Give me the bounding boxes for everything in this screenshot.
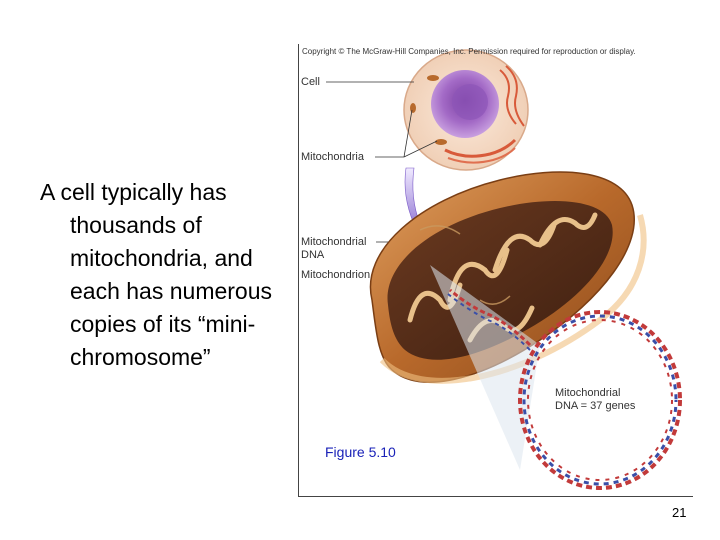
label-mitochondria: Mitochondria — [301, 151, 364, 163]
mitochondrion-illustration — [369, 171, 647, 384]
copyright-notice: Copyright © The McGraw-Hill Companies, I… — [302, 47, 636, 56]
label-mitochondrion: Mitochondrion — [301, 269, 371, 281]
dna-ring-illustration — [447, 288, 682, 490]
zoom-cone — [430, 265, 540, 470]
bullet-paragraph: A cell typically has thousands of mitoch… — [40, 179, 273, 370]
label-ring-line2: DNA = 37 genes — [555, 400, 636, 412]
body-text: A cell typically has thousands of mitoch… — [40, 176, 300, 374]
page-number: 21 — [672, 505, 687, 520]
cell-illustration — [403, 49, 529, 171]
figure-caption: Figure 5.10 — [325, 444, 396, 460]
figure-frame — [298, 44, 693, 497]
label-mito-dna-line1: Mitochondrial — [301, 236, 367, 248]
label-mito-dna-line2: DNA — [301, 249, 325, 261]
label-ring-line1: Mitochondrial — [555, 387, 621, 399]
label-cell: Cell — [301, 76, 320, 88]
